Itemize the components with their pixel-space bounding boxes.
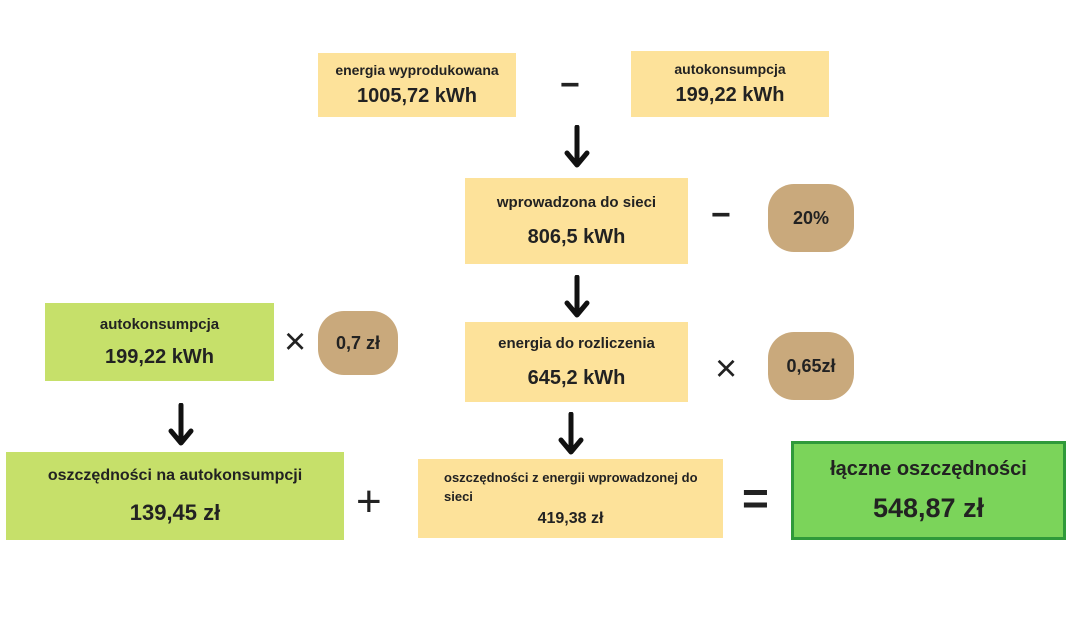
arrow-down-icon — [168, 403, 194, 446]
arrow-down-icon — [558, 412, 584, 455]
autoconsumption-top-value: 199,22 kWh — [675, 83, 785, 106]
produced-energy-label: energia wyprodukowana — [335, 62, 499, 79]
percent-pill: 20% — [768, 184, 854, 252]
settlement-energy-label: energia do rozliczenia — [498, 334, 655, 352]
equals-operator: = — [742, 472, 769, 524]
autoconsumption-left-box: autokonsumpcja 199,22 kWh — [45, 303, 274, 381]
times-operator-grid: × — [715, 348, 738, 390]
savings-grid-label: oszczędności z energii wprowadzonej do s… — [444, 469, 698, 504]
price-grid-pill: 0,65zł — [768, 332, 854, 400]
plus-operator: + — [356, 477, 382, 526]
savings-grid-value: 419,38 zł — [537, 510, 604, 528]
produced-energy-value: 1005,72 kWh — [356, 84, 478, 107]
minus-operator-grid: − — [711, 196, 731, 234]
total-savings-label: łączne oszczędności — [830, 458, 1027, 480]
autoconsumption-top-label: autokonsumpcja — [674, 61, 786, 78]
savings-autoconsumption-value: 139,45 zł — [129, 499, 221, 525]
price-auto-pill: 0,7 zł — [318, 311, 398, 375]
savings-autoconsumption-box: oszczędności na autokonsumpcji 139,45 zł — [6, 452, 344, 540]
savings-grid-box: oszczędności z energii wprowadzonej do s… — [418, 459, 723, 538]
grid-export-box: wprowadzona do sieci 806,5 kWh — [465, 178, 688, 264]
autoconsumption-left-label: autokonsumpcja — [99, 315, 220, 333]
autoconsumption-top-box: autokonsumpcja 199,22 kWh — [631, 51, 829, 117]
minus-operator-top: − — [560, 66, 580, 104]
savings-autoconsumption-label: oszczędności na autokonsumpcji — [47, 467, 303, 485]
autoconsumption-left-value: 199,22 kWh — [105, 345, 214, 368]
settlement-energy-box: energia do rozliczenia 645,2 kWh — [465, 322, 688, 402]
grid-export-value: 806,5 kWh — [527, 225, 626, 248]
arrow-down-icon — [564, 275, 590, 318]
total-savings-box: łączne oszczędności 548,87 zł — [791, 441, 1066, 540]
settlement-energy-value: 645,2 kWh — [527, 366, 626, 389]
arrow-down-icon — [564, 125, 590, 168]
total-savings-value: 548,87 zł — [872, 493, 985, 523]
produced-energy-box: energia wyprodukowana 1005,72 kWh — [318, 53, 516, 117]
grid-export-label: wprowadzona do sieci — [496, 193, 657, 211]
times-operator-auto: × — [284, 321, 307, 363]
